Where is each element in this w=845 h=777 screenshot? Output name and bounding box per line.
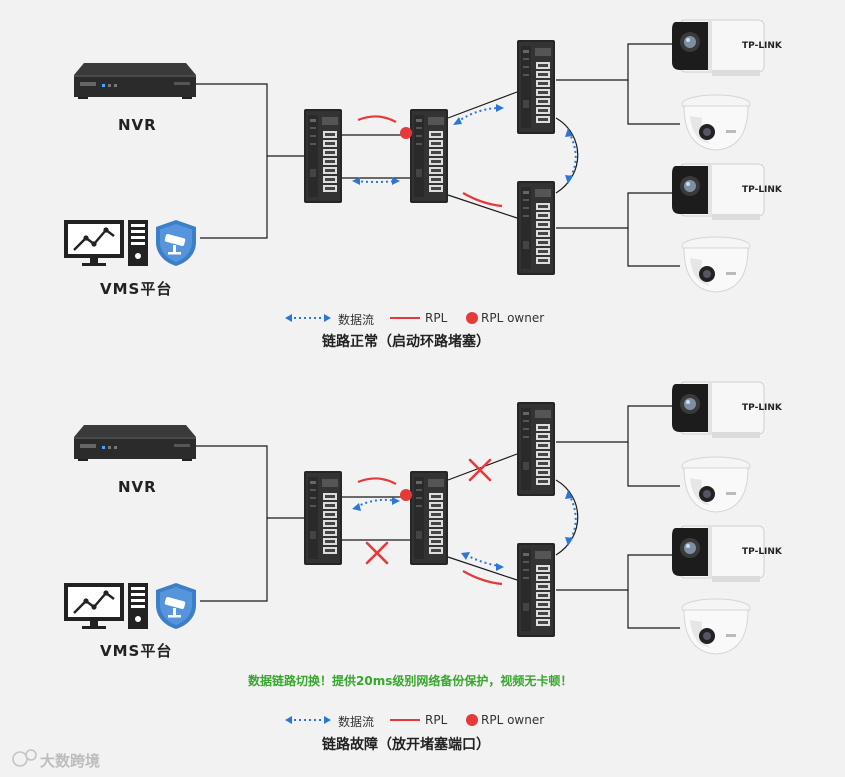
nvr-label: NVR xyxy=(118,116,157,134)
diagram-failure: TP-LINK TP-LINK xyxy=(62,381,783,655)
legend-owner-label: RPL owner xyxy=(481,311,545,325)
nvr-label: NVR xyxy=(118,478,157,496)
rpl-arc xyxy=(357,115,397,123)
legend-rpl-label: RPL xyxy=(425,311,448,325)
camera-brand: TP-LINK xyxy=(742,547,783,557)
rpl-owner-dot xyxy=(400,127,412,139)
rpl-arc xyxy=(462,192,503,208)
industrial-switch-icon xyxy=(517,402,555,496)
watermark-logo-icon xyxy=(12,749,37,767)
watermark: 大数跨境 xyxy=(40,752,101,770)
legend-flow-label: 数据流 xyxy=(338,313,375,327)
caption-failure: 链路故障（放开堵塞端口） xyxy=(322,737,490,753)
legend-top xyxy=(285,312,478,324)
industrial-switch-icon xyxy=(410,109,448,203)
vms-label: VMS平台 xyxy=(100,280,173,298)
rpl-arc xyxy=(357,477,397,485)
nvr-icon xyxy=(74,63,196,99)
legend-owner-label: RPL owner xyxy=(481,713,545,727)
camera-brand: TP-LINK xyxy=(742,403,783,413)
shield-camera-icon xyxy=(156,220,196,266)
industrial-switch-icon xyxy=(304,471,342,565)
camera-brand: TP-LINK xyxy=(742,41,783,51)
legend-bottom xyxy=(285,714,478,726)
shield-camera-icon xyxy=(156,583,196,629)
vms-label: VMS平台 xyxy=(100,642,173,660)
industrial-switch-icon xyxy=(304,109,342,203)
data-flow-arrowheads xyxy=(352,490,573,571)
industrial-switch-icon xyxy=(517,40,555,134)
diagram-normal: TP-LINK TP-LINK xyxy=(62,19,783,293)
rpl-arc xyxy=(462,570,503,586)
legend-flow-label: 数据流 xyxy=(338,715,375,729)
nvr-icon xyxy=(74,425,196,461)
industrial-switch-icon xyxy=(517,543,555,637)
vms-server-icon xyxy=(128,220,148,266)
data-flow-arrowheads xyxy=(352,104,573,185)
industrial-switch-icon xyxy=(517,181,555,275)
vms-monitor-icon xyxy=(62,218,126,268)
vms-monitor-icon xyxy=(62,581,126,631)
failover-notice: 数据链路切换！提供20ms级别网络备份保护，视频无卡顿！ xyxy=(248,674,573,688)
rpl-owner-dot xyxy=(400,489,412,501)
dome-camera-icon xyxy=(681,598,751,655)
vms-server-icon xyxy=(128,583,148,629)
dome-camera-icon xyxy=(681,456,751,513)
link-failure-x-icon xyxy=(365,541,389,565)
legend-rpl-label: RPL xyxy=(425,713,448,727)
dome-camera-icon xyxy=(681,236,751,293)
dome-camera-icon xyxy=(681,94,751,151)
wired-links xyxy=(196,43,680,267)
caption-normal: 链路正常（启动环路堵塞） xyxy=(322,334,490,350)
camera-brand: TP-LINK xyxy=(742,185,783,195)
industrial-switch-icon xyxy=(410,471,448,565)
